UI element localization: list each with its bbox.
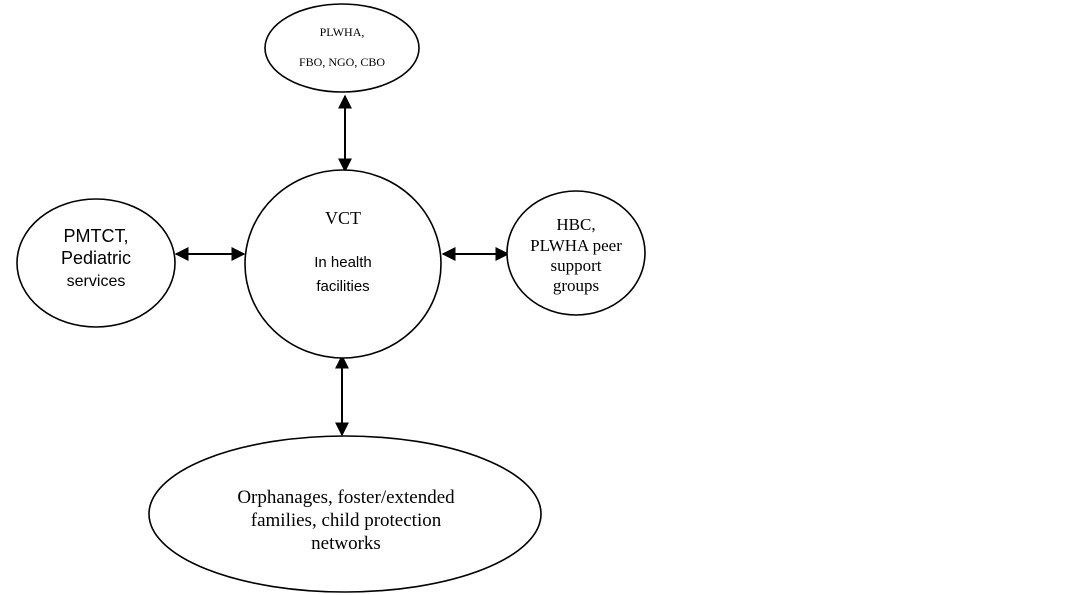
node-center: VCT In health facilities [244, 169, 442, 359]
node-left: PMTCT, Pediatric services [16, 198, 176, 328]
node-left-line-2: Pediatric [61, 248, 131, 268]
node-right-ellipse [506, 190, 646, 316]
node-center-line-1: In health [314, 254, 372, 271]
node-bottom-line-3: networks [311, 533, 381, 554]
node-top-line-2: FBO, NGO, CBO [299, 55, 385, 69]
node-center-line-2: facilities [316, 278, 369, 295]
node-bottom: Orphanages, foster/extended families, ch… [148, 435, 542, 593]
node-right-line-1: HBC, [556, 215, 595, 234]
node-bottom-ellipse [148, 435, 542, 593]
node-right: HBC, PLWHA peer support groups [506, 190, 646, 316]
node-top-ellipse [264, 3, 420, 93]
node-right-line-4: groups [553, 276, 599, 295]
node-right-line-2: PLWHA peer [530, 236, 622, 255]
node-left-line-1: PMTCT, [64, 226, 129, 246]
node-right-line-3: support [551, 256, 602, 275]
node-left-line-3: services [67, 273, 126, 290]
node-top-line-1: PLWHA, [320, 25, 365, 39]
node-bottom-line-1: Orphanages, foster/extended [237, 487, 455, 508]
node-center-title: VCT [325, 208, 361, 228]
node-top: PLWHA, FBO, NGO, CBO [264, 3, 420, 93]
node-left-ellipse [16, 198, 176, 328]
node-center-ellipse [244, 169, 442, 359]
node-bottom-line-2: families, child protection [251, 510, 442, 531]
